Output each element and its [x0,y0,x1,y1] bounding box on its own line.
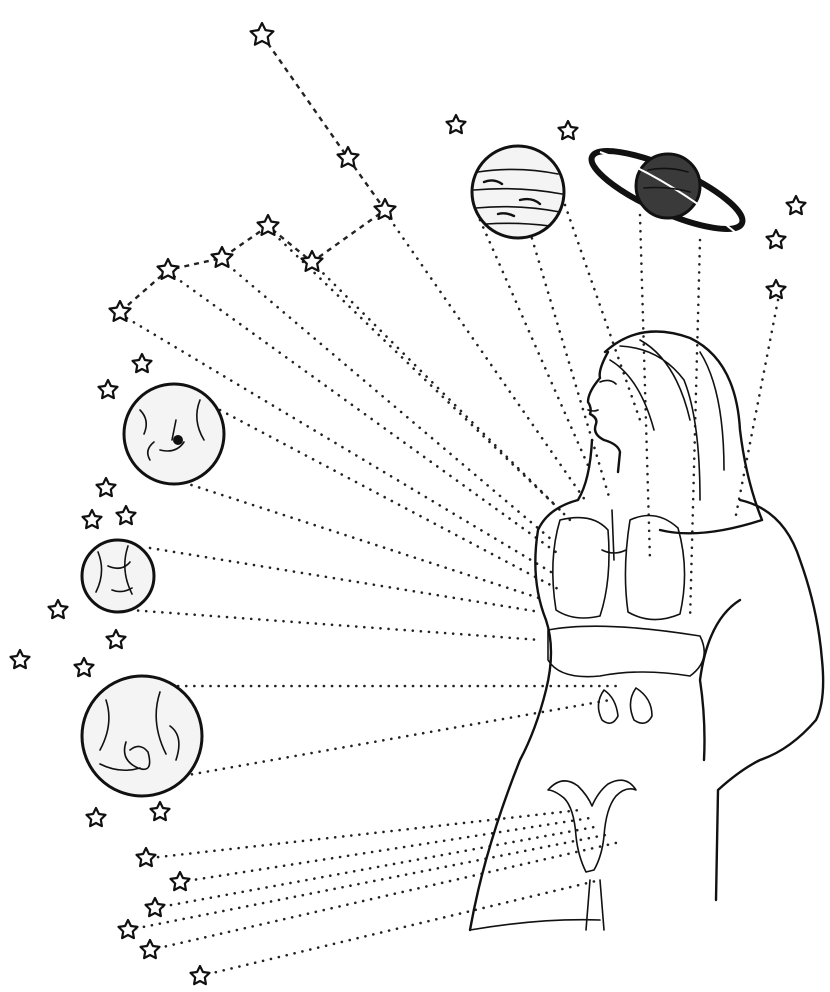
ray [220,410,560,590]
star-icon [302,251,323,271]
woman-figure [470,332,823,930]
star-icon [97,478,116,496]
ray [268,228,560,510]
torso-right-outline [716,500,823,900]
lips [588,410,598,411]
ray [480,220,590,470]
star-icon [137,848,156,866]
arm-inner [700,600,740,760]
ray [200,880,600,976]
star-icon [11,650,30,668]
ray [735,300,778,520]
ray [525,215,610,500]
ray [130,610,540,640]
star-icon [171,872,190,890]
star-icon [119,920,138,938]
star-icon [338,147,359,167]
constellation-path [120,35,385,312]
kidney-right [630,688,652,723]
face-profile [588,352,620,472]
planet-venus [82,676,202,796]
planets [82,137,751,796]
hair-outline [605,332,762,534]
ray [150,548,540,612]
ray [155,826,600,908]
liver [548,626,704,677]
star-icon [146,898,165,916]
planet-mars [124,384,224,484]
ray [160,700,610,780]
planet-saturn [583,137,751,244]
star-icon [151,802,170,820]
kidney-left [598,690,618,723]
planet-jupiter [472,146,564,238]
ray [180,818,590,882]
planet-mercury [82,540,154,612]
trachea [602,510,626,560]
legs-hint [586,880,604,930]
star-icon [767,280,786,298]
star-icon [251,23,274,45]
ray [565,205,640,420]
star-icon [75,658,94,676]
star-icon [99,380,118,398]
star-icon [787,196,806,214]
uterus [548,780,636,872]
star-icon [559,121,578,139]
ray [222,260,552,540]
hip-line [470,920,600,930]
star-icon [133,354,152,372]
star-icon [141,940,160,958]
lung-left [553,518,609,618]
ray [176,480,545,600]
star-icon [117,506,136,524]
constellation-lines [120,35,385,312]
ray [385,212,585,500]
ray [690,240,700,620]
lung-right [625,516,684,620]
star-icon [49,600,68,618]
eye [600,380,616,384]
star-icon [767,230,786,248]
star-icon [191,966,210,984]
star-icon [83,510,102,528]
dotted-rays [120,205,778,976]
ray [150,810,580,858]
ray [150,842,620,950]
star-icon [87,808,106,826]
star-icon [212,247,233,267]
ray [128,834,610,930]
star-icon [107,630,126,648]
star-icon [447,115,466,133]
ray [640,215,650,560]
torso-left-outline [470,440,592,930]
